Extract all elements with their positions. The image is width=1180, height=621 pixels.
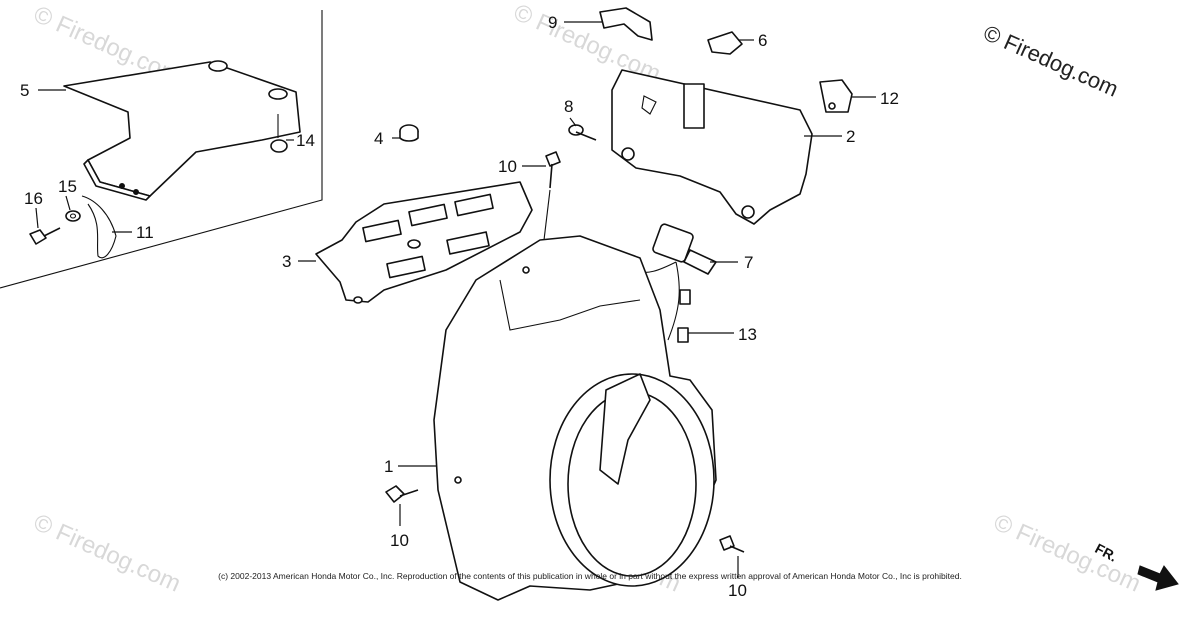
callout-1: 1	[384, 457, 393, 476]
part-8-bolt	[568, 124, 597, 141]
part-10-bolt-top	[543, 151, 561, 241]
front-direction-arrow	[1137, 565, 1179, 591]
callout-10: 10	[390, 531, 409, 550]
callout-7: 7	[744, 253, 753, 272]
inset-border	[0, 10, 323, 289]
part-10-bolt-right	[719, 535, 745, 553]
part-12-clip	[819, 79, 853, 113]
part-13-connector	[677, 289, 691, 343]
part-9-clip	[599, 7, 653, 41]
callout-16: 16	[24, 189, 43, 208]
part-16-bolt	[29, 227, 61, 245]
copyright-notice: (c) 2002-2013 American Honda Motor Co., …	[218, 571, 962, 581]
callout-15: 15	[58, 177, 77, 196]
callout-2: 2	[846, 127, 855, 146]
callout-4: 4	[374, 129, 383, 148]
callout-6: 6	[758, 31, 767, 50]
callout-10: 10	[498, 157, 517, 176]
part-7-switch	[633, 223, 717, 341]
part-labels: 5 4 3 8 10 9 6 12 2 7 13 1 10 10 11 15 1…	[20, 13, 899, 600]
part-10-bolt-left	[385, 485, 419, 503]
callout-5: 5	[20, 81, 29, 100]
callout-3: 3	[282, 252, 291, 271]
leader-lines	[35, 21, 876, 578]
part-14-nut	[270, 114, 288, 153]
watermark: © Firedog.com	[30, 509, 185, 598]
callout-12: 12	[880, 89, 899, 108]
callout-14: 14	[296, 131, 315, 150]
part-3-plate	[315, 181, 533, 304]
part-4-plug	[399, 124, 419, 142]
part-11-clip	[81, 195, 117, 259]
callout-11: 11	[136, 223, 154, 242]
part-2-shroud	[611, 69, 813, 225]
callout-9: 9	[548, 13, 557, 32]
part-6-clip	[707, 31, 743, 55]
callout-10: 10	[728, 581, 747, 600]
part-15-washer	[65, 210, 81, 222]
part-5-shield	[63, 60, 301, 201]
callout-8: 8	[564, 97, 573, 116]
watermark: © Firedog.com	[990, 509, 1145, 598]
callout-13: 13	[738, 325, 757, 344]
part-1-housing	[433, 235, 717, 601]
